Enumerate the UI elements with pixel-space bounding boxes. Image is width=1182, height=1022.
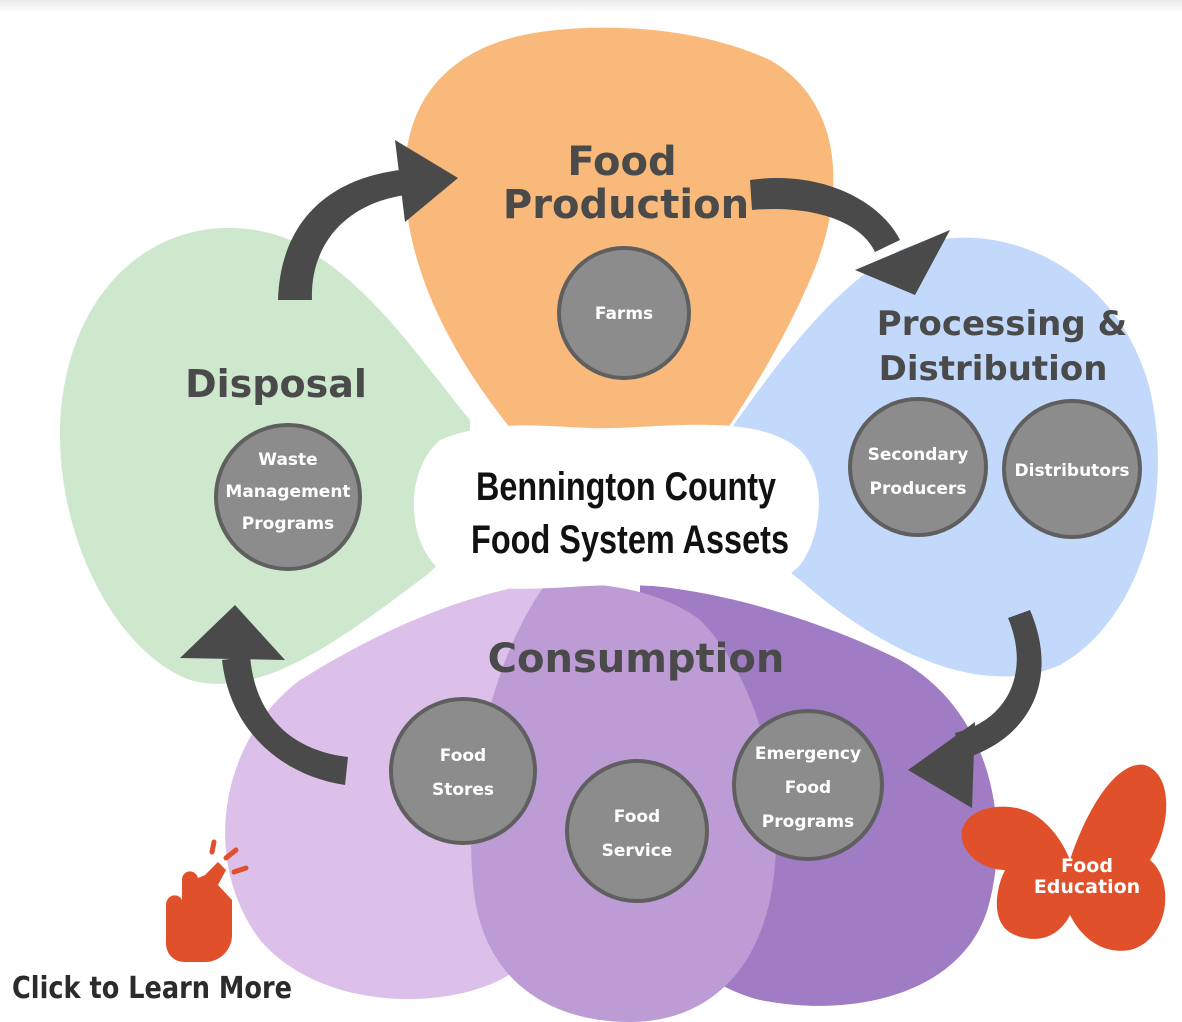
center-title-line1: Bennington County xyxy=(476,465,777,509)
production-title-line2: Production xyxy=(503,182,749,228)
center-label-background xyxy=(413,424,819,589)
arrow-consumption-to-disposal-icon xyxy=(180,605,348,785)
distributors-node[interactable]: Distributors xyxy=(1002,399,1142,539)
waste-management-node[interactable]: Waste Management Programs xyxy=(214,423,362,571)
food-stores-label-line1: Food xyxy=(440,746,486,766)
food-stores-node[interactable]: Food Stores xyxy=(389,697,537,845)
emergency-label-line3: Programs xyxy=(762,812,854,832)
processing-title-line1: Processing & xyxy=(877,304,1127,344)
distributors-label: Distributors xyxy=(1015,461,1130,481)
food-education-label-line1: Food xyxy=(1061,855,1113,877)
production-petal[interactable] xyxy=(404,27,834,440)
food-service-node[interactable]: Food Service xyxy=(565,759,709,903)
emergency-food-programs-node[interactable]: Emergency Food Programs xyxy=(732,709,884,861)
pointing-hand-icon xyxy=(165,839,249,962)
processing-title-line2: Distribution xyxy=(879,349,1108,389)
production-title-line1: Food xyxy=(567,139,676,185)
food-service-label-line2: Service xyxy=(602,841,673,861)
waste-label-line1: Waste xyxy=(258,450,317,470)
butterfly-icon xyxy=(961,764,1167,951)
waste-label-line3: Programs xyxy=(242,514,334,534)
click-hint[interactable]: Click to Learn More xyxy=(12,839,292,1006)
arrow-production-to-processing-icon xyxy=(750,178,950,295)
disposal-title: Disposal xyxy=(185,362,367,406)
food-stores-label-line2: Stores xyxy=(432,780,494,800)
center-title-line2: Food System Assets xyxy=(471,518,789,562)
consumption-title: Consumption xyxy=(488,636,785,682)
top-bar xyxy=(0,0,1182,12)
emergency-label-line1: Emergency xyxy=(755,744,861,764)
secondary-producers-node[interactable]: Secondary Producers xyxy=(848,397,988,537)
food-education-button[interactable]: Food Education xyxy=(961,764,1167,951)
secondary-producers-label-line2: Producers xyxy=(870,479,967,499)
farms-label: Farms xyxy=(595,304,653,324)
emergency-label-line2: Food xyxy=(785,778,831,798)
arrow-disposal-to-production-icon xyxy=(278,140,458,300)
click-hint-label: Click to Learn More xyxy=(12,971,292,1006)
waste-label-line2: Management xyxy=(225,482,350,502)
secondary-producers-label-line1: Secondary xyxy=(868,445,969,465)
food-service-label-line1: Food xyxy=(614,807,660,827)
arrow-processing-to-consumption-icon xyxy=(908,610,1042,808)
farms-node[interactable]: Farms xyxy=(557,246,691,380)
food-education-label-line2: Education xyxy=(1034,876,1140,898)
